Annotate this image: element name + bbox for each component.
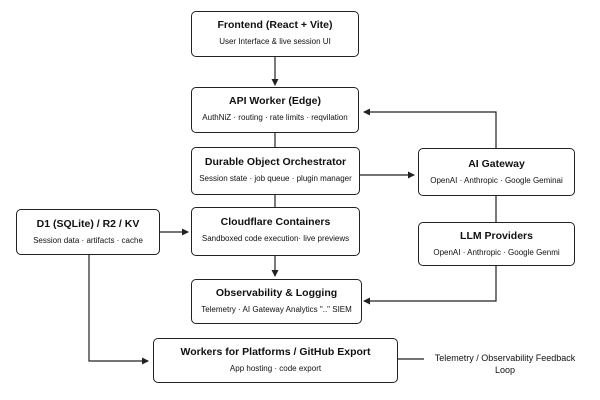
- workers-platforms-title: Workers for Platforms / GitHub Export: [180, 346, 371, 358]
- containers-title: Cloudflare Containers: [220, 216, 331, 228]
- llm-providers-node: LLM Providers OpenAI · Anthropic · Googl…: [418, 222, 575, 266]
- ai-gateway-node: AI Gateway OpenAI · Anthropic · Google G…: [418, 148, 575, 196]
- containers-subtitle: Sandboxed code execution· live previews: [201, 234, 350, 243]
- containers-node: Cloudflare Containers Sandboxed code exe…: [191, 207, 360, 256]
- observability-subtitle: Telemetry · AI Gateway Analytics ".." SI…: [201, 305, 352, 314]
- storage-node: D1 (SQLite) / R2 / KV Session data · art…: [16, 209, 160, 255]
- api-worker-title: API Worker (Edge): [229, 95, 321, 107]
- edge-storage-to-workers: [88, 255, 149, 365]
- ai-gateway-title: AI Gateway: [468, 158, 525, 170]
- workers-platforms-node: Workers for Platforms / GitHub Export Ap…: [153, 338, 398, 383]
- edge-aigateway-to-api: [363, 108, 497, 148]
- llm-providers-subtitle: OpenAI · Anthropic · Google Genmi: [433, 248, 560, 257]
- api-worker-subtitle: AuthNiZ · routing · rate limits · reqvil…: [202, 113, 348, 122]
- frontend-subtitle: User Interface & live session UI: [219, 37, 331, 46]
- workers-platforms-subtitle: App hosting · code export: [229, 364, 322, 373]
- durable-object-title: Durable Object Orchestrator: [204, 156, 347, 168]
- edge-llm-to-observability: [363, 266, 497, 305]
- durable-object-subtitle: Session state · job queue · plugin manag…: [199, 174, 352, 183]
- ai-gateway-subtitle: OpenAI · Anthropic · Google Geminai: [430, 176, 563, 185]
- storage-subtitle: Session data · artifacts · cache: [33, 236, 143, 245]
- llm-providers-title: LLM Providers: [460, 230, 533, 242]
- durable-object-node: Durable Object Orchestrator Session stat…: [191, 147, 360, 195]
- frontend-node: Frontend (React + Vite) User Interface &…: [191, 11, 359, 57]
- frontend-title: Frontend (React + Vite): [217, 19, 333, 31]
- observability-title: Observability & Logging: [215, 287, 338, 299]
- storage-title: D1 (SQLite) / R2 / KV: [36, 218, 140, 230]
- observability-node: Observability & Logging Telemetry · AI G…: [191, 279, 362, 324]
- api-worker-node: API Worker (Edge) AuthNiZ · routing · ra…: [191, 87, 359, 133]
- feedback-loop-note: Telemetry / Observability Feedback Loop: [434, 353, 576, 375]
